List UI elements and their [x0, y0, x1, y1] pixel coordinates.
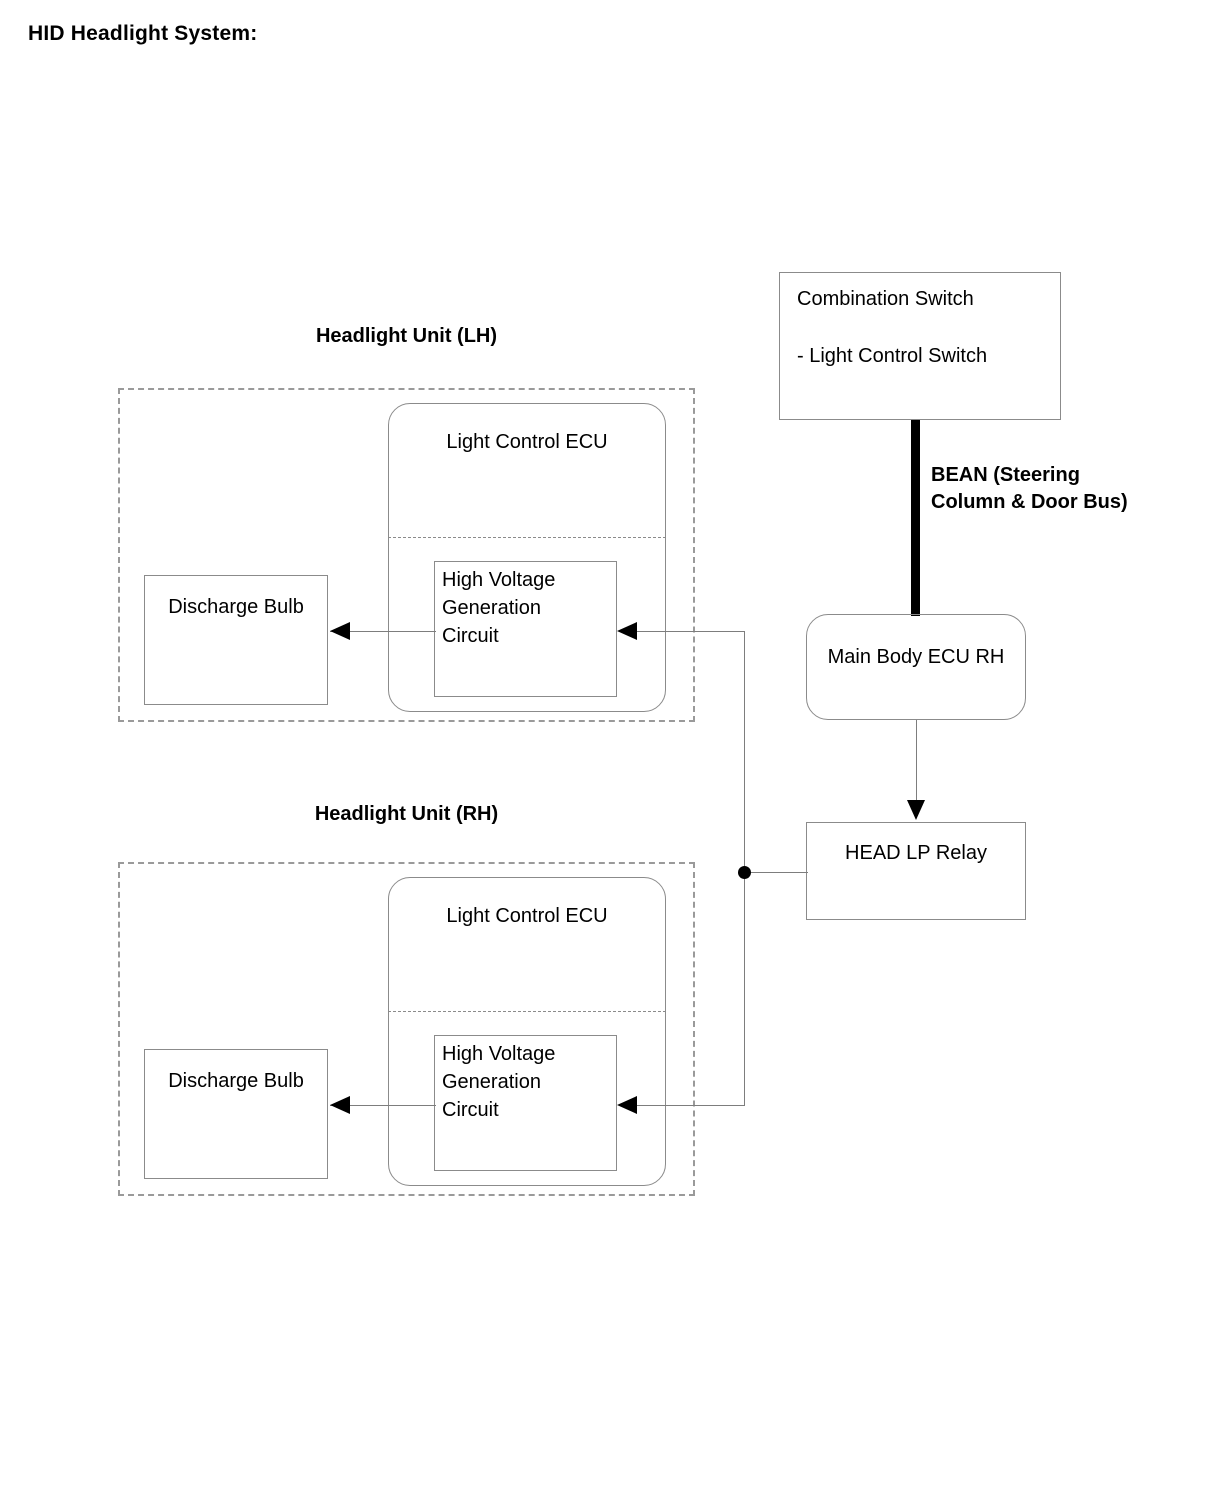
wire-hv-to-bulb-lh — [330, 631, 436, 632]
discharge-bulb-rh[interactable]: Discharge Bulb — [144, 1049, 328, 1179]
head-lp-relay-label: HEAD LP Relay — [845, 842, 987, 864]
wire-ecu-to-relay — [916, 720, 917, 803]
high-voltage-generation-circuit-rh[interactable]: High Voltage Generation Circuit — [434, 1035, 617, 1171]
page-title: HID Headlight System: — [28, 22, 258, 45]
ecu-rh-divider — [388, 1011, 666, 1012]
ecu-lh-divider — [388, 537, 666, 538]
headlight-unit-lh-container — [118, 388, 695, 722]
main-body-ecu-rh-label: Main Body ECU RH — [827, 646, 1005, 668]
bean-bus-line — [911, 420, 920, 616]
bus-junction-dot — [738, 866, 751, 879]
arrow-into-head-lp-relay — [907, 800, 925, 820]
discharge-bulb-lh-label: Discharge Bulb — [168, 596, 304, 618]
light-control-ecu-rh-label: Light Control ECU — [446, 905, 608, 927]
light-control-ecu-rh[interactable]: Light Control ECU — [388, 877, 666, 1186]
high-voltage-generation-circuit-lh-label: High Voltage Generation Circuit — [442, 569, 556, 647]
discharge-bulb-rh-label: Discharge Bulb — [168, 1070, 304, 1092]
bean-bus-label: BEAN (Steering Column & Door Bus) — [931, 464, 1128, 513]
headlight-unit-rh-title: Headlight Unit (RH) — [314, 803, 499, 825]
arrow-into-hv-circuit-lh — [617, 622, 637, 640]
wire-hv-to-bulb-rh — [330, 1105, 436, 1106]
light-control-ecu-lh[interactable]: Light Control ECU — [388, 403, 666, 712]
discharge-bulb-lh[interactable]: Discharge Bulb — [144, 575, 328, 705]
arrow-into-discharge-bulb-rh — [330, 1096, 350, 1114]
combination-switch-title: Combination Switch — [797, 288, 974, 310]
high-voltage-generation-circuit-lh[interactable]: High Voltage Generation Circuit — [434, 561, 617, 697]
arrow-into-hv-circuit-rh — [617, 1096, 637, 1114]
wire-relay-to-hv-lh — [637, 631, 745, 632]
high-voltage-generation-circuit-rh-label: High Voltage Generation Circuit — [442, 1043, 556, 1121]
head-lp-relay-box[interactable]: HEAD LP Relay — [806, 822, 1026, 920]
main-body-ecu-rh-box[interactable]: Main Body ECU RH — [806, 614, 1026, 720]
combination-switch-item-light-control: - Light Control Switch — [797, 345, 988, 367]
arrow-into-discharge-bulb-lh — [330, 622, 350, 640]
combination-switch-box[interactable]: Combination Switch - Light Control Switc… — [779, 272, 1061, 420]
wire-relay-to-bus — [744, 872, 808, 873]
headlight-unit-rh-container — [118, 862, 695, 1196]
wire-relay-to-hv-rh — [637, 1105, 745, 1106]
light-control-ecu-lh-label: Light Control ECU — [446, 431, 608, 453]
headlight-unit-lh-title: Headlight Unit (LH) — [315, 325, 498, 347]
